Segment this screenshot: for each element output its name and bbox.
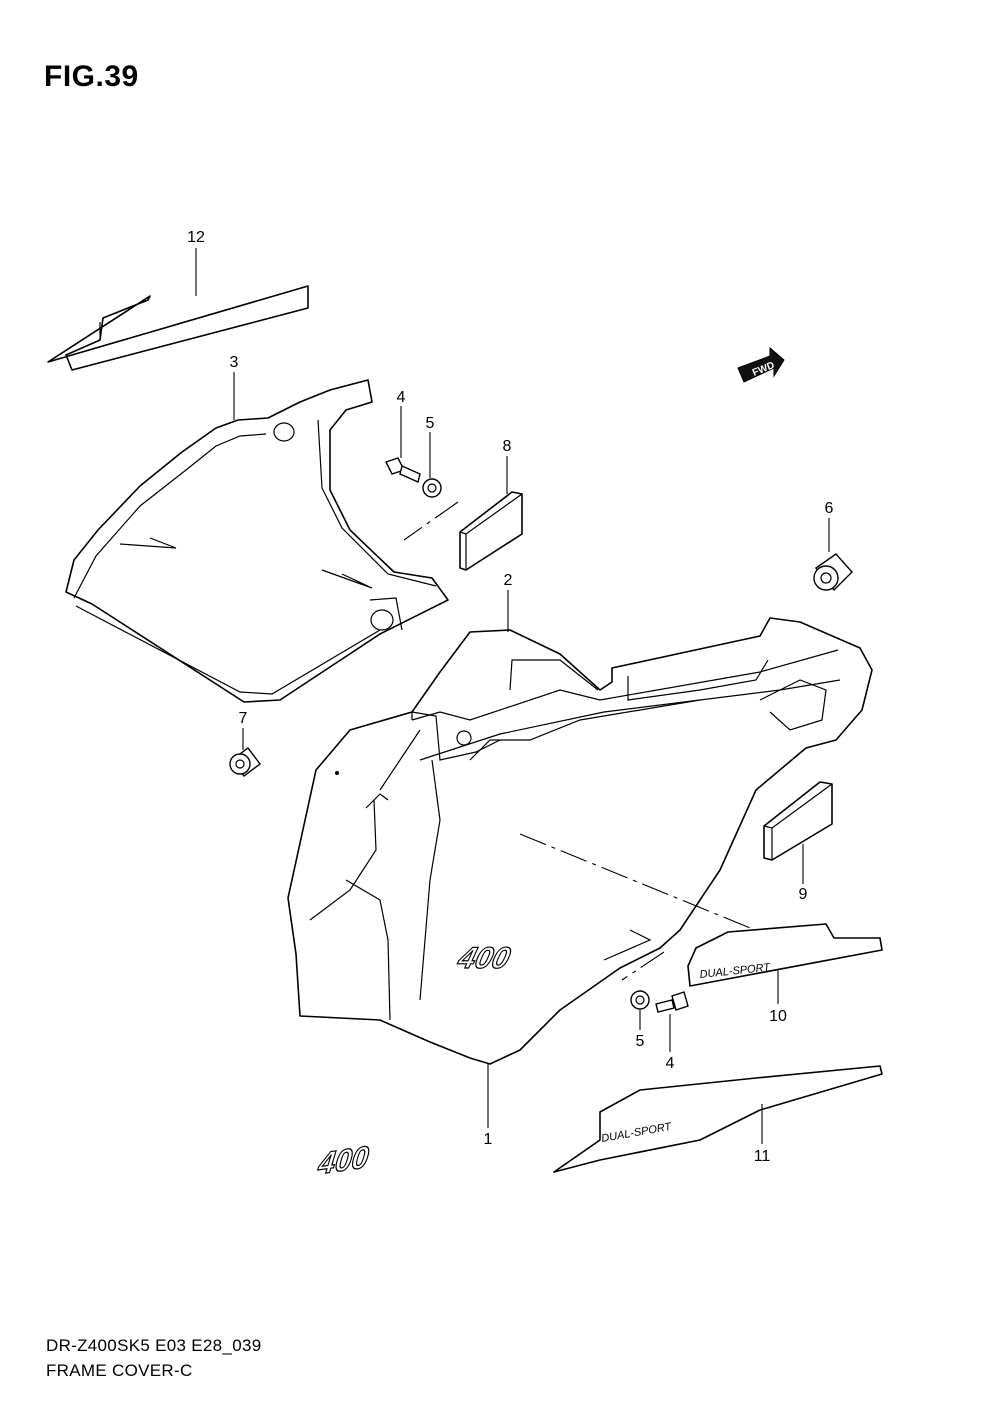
callout-6: 6 xyxy=(825,500,834,517)
callout-9: 9 xyxy=(799,886,808,903)
callout-7: 7 xyxy=(239,710,248,727)
part-5-washer-upper: 5 xyxy=(422,415,442,498)
callout-1: 1 xyxy=(484,1131,493,1148)
callout-5-upper: 5 xyxy=(426,415,435,432)
part-2-frame-cover-main: 2 1 xyxy=(287,572,873,1148)
part-6-grommet: 6 xyxy=(813,500,853,592)
model-code: DR-Z400SK5 E03 E28_039 xyxy=(46,1336,262,1355)
callout-10: 10 xyxy=(769,1008,787,1025)
callout-3: 3 xyxy=(230,354,239,371)
part-4-bolt-lower: 4 xyxy=(655,991,689,1072)
callout-4-upper: 4 xyxy=(397,389,406,406)
group-name: FRAME COVER-C xyxy=(46,1361,193,1380)
callout-5-lower: 5 xyxy=(636,1033,645,1050)
emblem-10-big: 400 xyxy=(454,941,514,974)
callout-4-lower: 4 xyxy=(666,1055,675,1072)
callout-2: 2 xyxy=(504,572,513,589)
part-12-strip: 12 xyxy=(47,229,309,371)
part-9-pad: 9 xyxy=(763,781,833,903)
part-7-grommet: 7 xyxy=(229,710,261,777)
part-11-emblem: 400 DUAL-SPORT 11 xyxy=(315,1065,883,1182)
part-5-washer-lower: 5 xyxy=(630,990,650,1050)
part-8-pad: 8 xyxy=(459,438,523,571)
callout-11: 11 xyxy=(754,1148,771,1165)
figure-title: FIG.39 xyxy=(44,60,139,93)
callout-8: 8 xyxy=(503,438,512,455)
fwd-arrow-icon: FWD xyxy=(737,346,785,383)
emblem-11-big: 400 xyxy=(316,1140,371,1181)
part-10-emblem: 400 DUAL-SPORT 10 xyxy=(453,833,883,1025)
callout-12: 12 xyxy=(187,229,205,246)
part-3-frame-cover: 3 xyxy=(65,354,449,703)
part-4-bolt-upper: 4 xyxy=(385,389,421,483)
